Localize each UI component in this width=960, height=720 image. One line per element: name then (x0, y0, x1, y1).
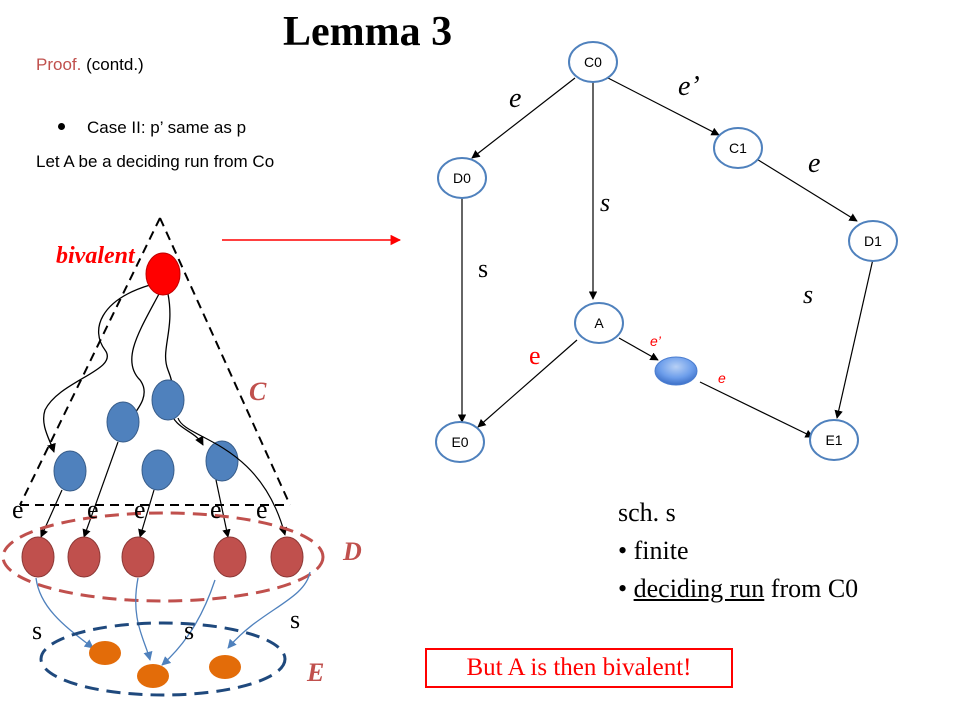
node-e1 (809, 419, 859, 461)
d-node (67, 536, 101, 578)
proof-keyword: Proof. (36, 55, 82, 74)
d-label: D (342, 537, 362, 566)
e-edge (138, 489, 155, 538)
s-edge (35, 577, 94, 649)
e-ring (39, 621, 287, 697)
edge-label-blue-e1: e (718, 370, 726, 386)
edge-s-label: s (32, 616, 42, 645)
schedule-notes: sch. s • finite • deciding run from C0 (618, 494, 858, 608)
c-node (205, 440, 239, 482)
node-e1-label: E1 (825, 432, 842, 448)
edge-blue-e1 (699, 381, 814, 438)
edge-s-label: s (184, 616, 194, 645)
e-edge (40, 489, 63, 538)
triangle-right-edge (159, 217, 291, 506)
note-finite-text: finite (633, 536, 689, 565)
note-deciding-run-text: deciding run (633, 574, 765, 603)
right-graph: C0 C1 D0 D1 A E0 E1 e e’ e s s s e e’ e (435, 41, 898, 463)
s-edge (227, 571, 311, 649)
node-e0-label: E0 (451, 434, 468, 450)
edge-a-blue (618, 337, 659, 361)
s-edge (135, 577, 153, 661)
run-path (43, 284, 151, 453)
node-c0 (568, 41, 618, 83)
edge-label-c0-c1: e’ (678, 71, 700, 102)
d-node (21, 536, 55, 578)
c-node (151, 379, 185, 421)
proof-contd: (contd.) (81, 55, 144, 74)
node-d0 (437, 157, 487, 199)
edge-d1-e1 (834, 258, 874, 419)
edge-c0-d0 (471, 77, 576, 159)
bullet-dot-icon (58, 123, 65, 131)
d-node (213, 536, 247, 578)
edge-e-label: e (87, 495, 99, 524)
edge-label-a-e0: e (529, 341, 541, 370)
case-bullet: Case II: p’ same as p (58, 118, 246, 138)
node-c1-label: C1 (729, 140, 747, 156)
node-c1 (713, 127, 763, 169)
node-a-label: A (594, 315, 604, 331)
note-line-deciding: • deciding run from C0 (618, 574, 859, 603)
run-path (164, 293, 204, 446)
edge-e-label: e (256, 495, 268, 524)
e-node (137, 664, 169, 688)
edge-label-c0-a: s (600, 188, 610, 217)
c-node (141, 449, 175, 491)
edge-label-d1-e1: s (803, 280, 813, 309)
edge-e-label: e (134, 495, 146, 524)
proof-heading: Proof. (contd.) (36, 55, 144, 75)
bivalent-label: bivalent (56, 243, 136, 269)
edge-c1-d1 (754, 157, 858, 222)
e-node (89, 641, 121, 665)
e-edge (215, 479, 231, 538)
d-node (121, 536, 155, 578)
c-node (106, 401, 140, 443)
edge-label-a-blue: e’ (650, 333, 662, 349)
d-ring (1, 511, 325, 603)
c-node (53, 450, 87, 492)
intermediate-blue-node (654, 356, 698, 386)
node-e0 (435, 421, 485, 463)
node-c0-label: C0 (584, 54, 602, 70)
edge-c0-c1 (607, 77, 720, 136)
e-set-label: E (306, 658, 324, 687)
note-line-schedule: sch. s (618, 498, 676, 527)
case-text: Case II: p’ same as p (87, 118, 247, 137)
edge-label-c1-d1: e (808, 148, 820, 179)
left-tree: bivalent C D E e e e e e s s s (1, 217, 362, 697)
slide-title: Lemma 3 (283, 9, 453, 55)
bivalent-root-node (145, 252, 181, 296)
e-edge (177, 417, 288, 536)
e-edge (82, 441, 119, 538)
conclusion-box: But A is then bivalent! (425, 648, 733, 688)
edge-label-d0-e0: s (478, 254, 488, 283)
edge-e-label: e (12, 495, 24, 524)
edge-s-label: s (290, 605, 300, 634)
let-line: Let A be a deciding run from Co (36, 152, 275, 171)
node-d1-label: D1 (864, 233, 882, 249)
edge-a-e0 (477, 339, 578, 428)
note-from-c0-text: from C0 (764, 574, 859, 603)
edge-e-label: e (210, 495, 222, 524)
triangle-left-edge (19, 217, 161, 506)
node-a (574, 302, 624, 344)
node-d0-label: D0 (453, 170, 471, 186)
node-d1 (848, 220, 898, 262)
edge-label-c0-d0: e (509, 83, 521, 114)
c-label: C (249, 377, 267, 406)
e-node (209, 655, 241, 679)
note-line-finite: • finite (618, 536, 689, 565)
d-node (270, 536, 304, 578)
s-edge (161, 579, 216, 666)
